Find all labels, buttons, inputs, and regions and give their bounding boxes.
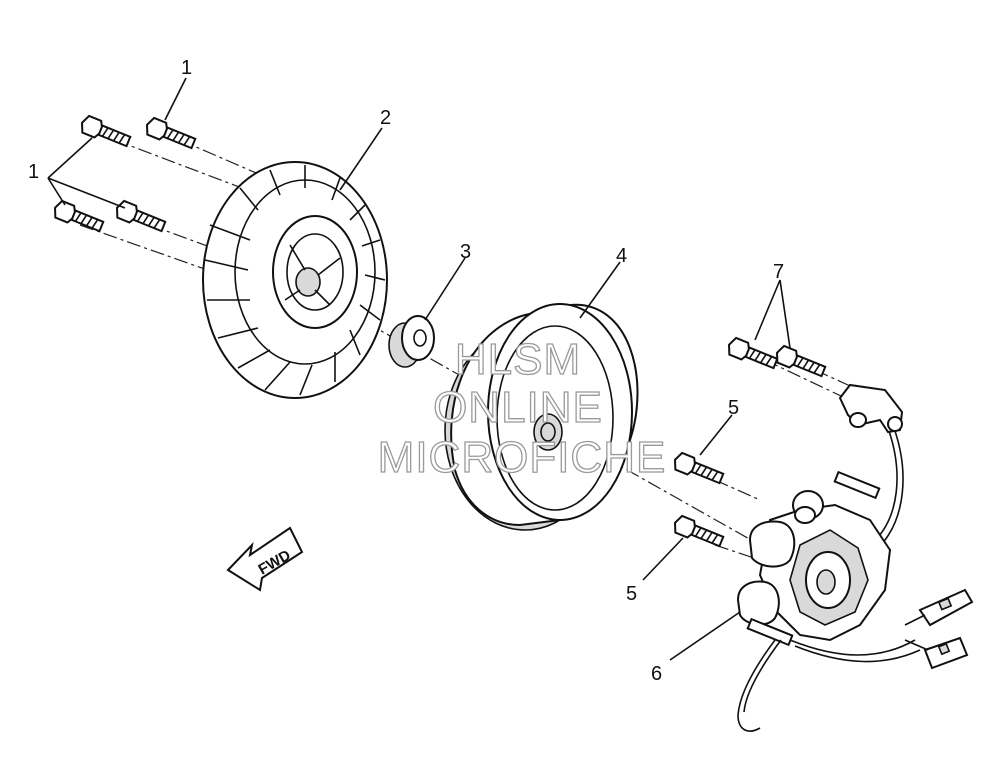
pickup-coil xyxy=(838,383,904,434)
wire-connector xyxy=(904,588,974,670)
bolt-7-left[interactable] xyxy=(726,336,779,371)
bolt-5-lower[interactable] xyxy=(672,514,725,549)
stator-assembly[interactable] xyxy=(736,383,974,732)
leader-lines xyxy=(47,77,791,661)
bolt-1-lower-left[interactable] xyxy=(52,199,105,234)
callout-3: 3 xyxy=(460,241,471,263)
bolt-1-lower-right[interactable] xyxy=(114,199,167,234)
callout-1-left: 1 xyxy=(28,161,39,183)
flywheel-rotor[interactable] xyxy=(444,303,639,531)
washer[interactable] xyxy=(388,315,435,368)
callout-4: 4 xyxy=(616,245,627,267)
callout-7: 7 xyxy=(773,261,784,283)
watermark-line-3: MICROFICHE xyxy=(378,433,667,482)
callout-1-top: 1 xyxy=(181,57,192,79)
bolt-1-upper-left[interactable] xyxy=(79,114,132,149)
bolt-5-upper[interactable] xyxy=(672,451,725,486)
fwd-direction-arrow: FWD xyxy=(226,526,304,592)
watermark-line-2: ONLINE xyxy=(433,383,603,432)
bolt-1-top[interactable] xyxy=(144,116,197,151)
callout-6: 6 xyxy=(651,663,662,685)
callout-labels: 1 1 2 3 4 5 5 6 7 xyxy=(28,57,784,685)
callout-5-lower: 5 xyxy=(626,583,637,605)
callout-5-upper: 5 xyxy=(728,397,739,419)
callout-2: 2 xyxy=(380,107,391,129)
bolt-7-right[interactable] xyxy=(774,344,827,379)
watermark: HLSM ONLINE MICROFICHE xyxy=(377,334,667,482)
watermark-line-1: HLSM xyxy=(455,335,581,384)
cooling-fan[interactable] xyxy=(202,161,388,399)
